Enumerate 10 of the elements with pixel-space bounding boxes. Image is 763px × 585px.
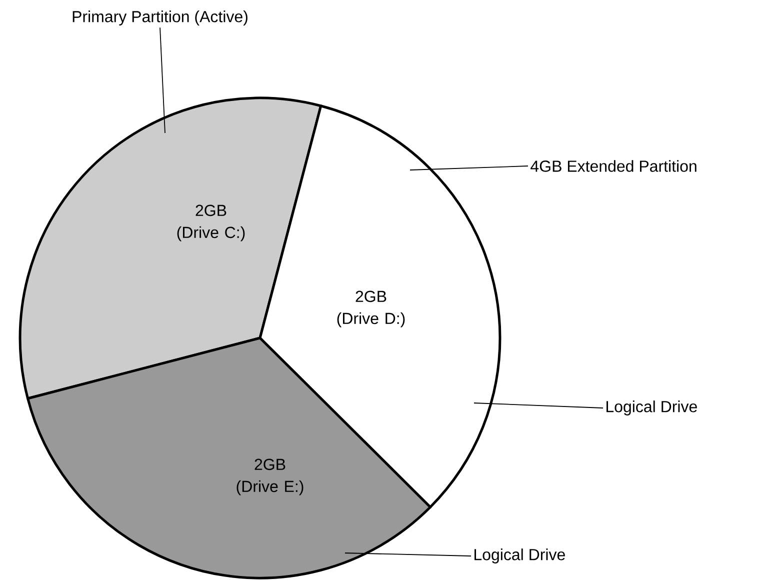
callout-label: Primary Partition (Active) [72, 10, 248, 26]
callout-label: Logical Drive [474, 548, 565, 564]
leader-line [344, 552, 472, 556]
callout-label: 4GB Extended Partition [530, 160, 696, 172]
pie-slice: 2GB (Drive C:) [18, 96, 322, 400]
pie-slice: 2GB (Drive E:) [26, 336, 432, 580]
leader-line [474, 402, 604, 408]
callout-label: Logical Drive [606, 400, 697, 416]
leader-line [160, 27, 166, 134]
leader-line [410, 166, 528, 170]
